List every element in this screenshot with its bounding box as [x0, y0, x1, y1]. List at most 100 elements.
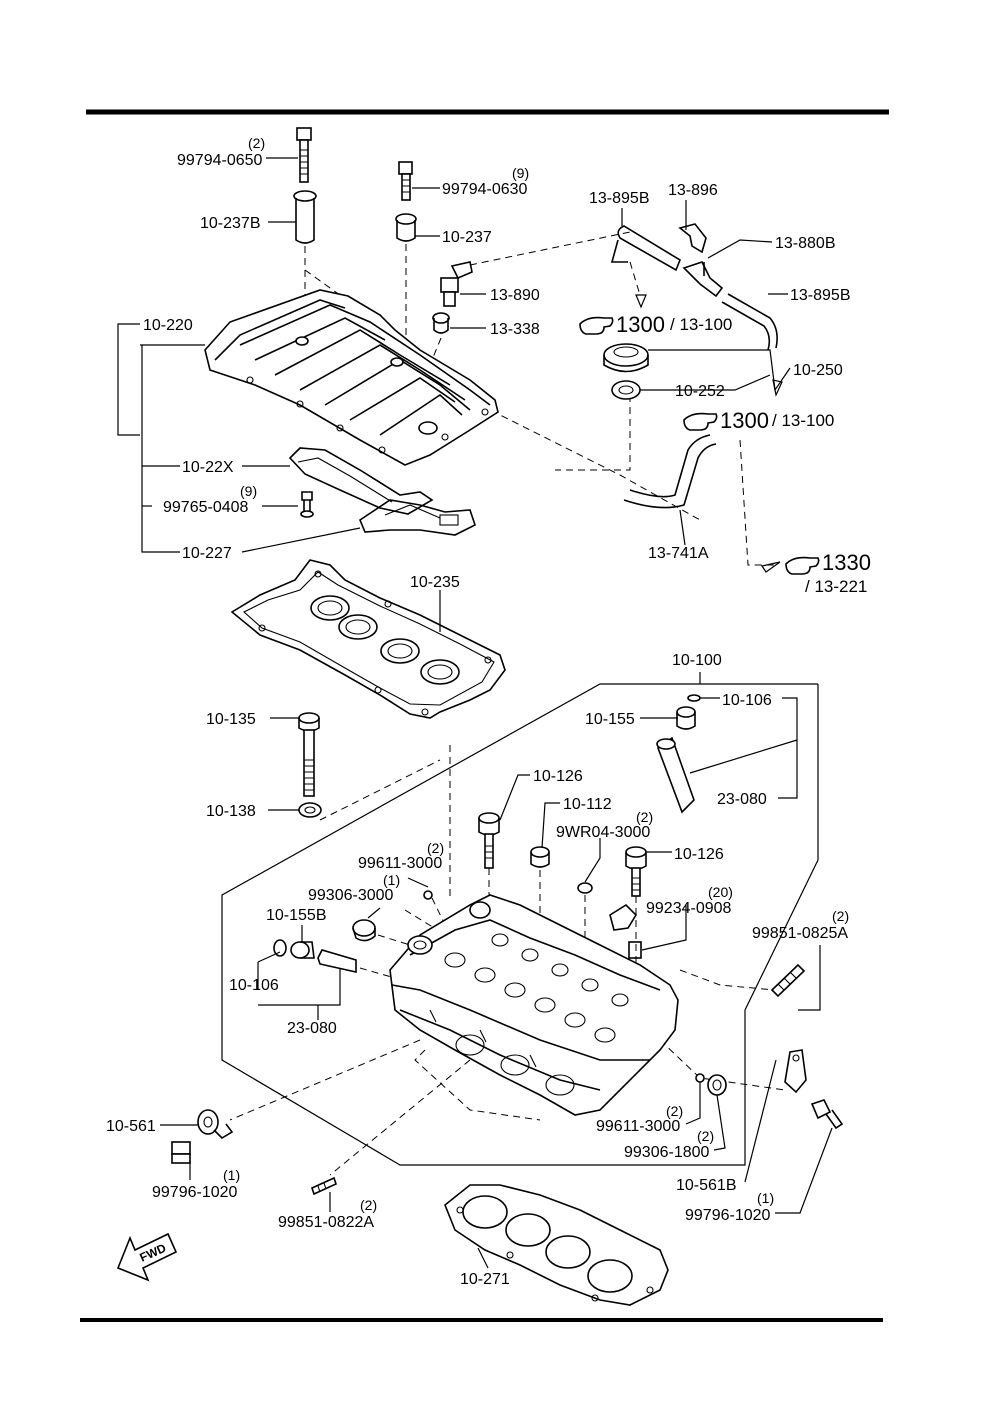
bolt-99794-0650 — [296, 127, 312, 183]
label-qty-9WR04-3000: (2) — [636, 809, 653, 825]
reference-main-2: 1300 — [720, 408, 769, 433]
label-10-227: 10-227 — [182, 545, 232, 562]
ring-10-106-upper — [687, 694, 701, 702]
label-99851-0822A: 99851-0822A — [278, 1214, 374, 1231]
label-13-895B-a: 13-895B — [589, 190, 650, 207]
dowel-99234-0908 — [609, 903, 642, 959]
label-qty-99611-3000-b: (2) — [666, 1103, 683, 1119]
pointing-hand-icon — [683, 412, 718, 431]
label-10-135: 10-135 — [206, 711, 256, 728]
label-qty-99765-0408: (9) — [240, 483, 257, 499]
breather-hose-13-741A — [623, 434, 717, 509]
label-qty-99234-0908: (20) — [708, 884, 733, 900]
oil-filler-cap-10-250 — [603, 343, 649, 373]
label-99306-1800: 99306-1800 — [624, 1144, 710, 1161]
label-23-080-b: 23-080 — [287, 1020, 337, 1037]
label-10-561: 10-561 — [106, 1118, 156, 1135]
valve-guide-23-080-lower — [317, 949, 357, 973]
screw-99765-0408 — [300, 491, 314, 518]
label-10-237: 10-237 — [442, 229, 492, 246]
label-10-250: 10-250 — [793, 362, 843, 379]
label-99611-3000-b: 99611-3000 — [596, 1118, 680, 1135]
label-qty-99306-1800: (2) — [697, 1128, 714, 1144]
pointing-hand-icon — [579, 316, 614, 335]
bolt-99794-0630 — [398, 161, 413, 201]
stud-99851-0825A — [770, 963, 806, 998]
cylinder-head-cover — [204, 289, 499, 466]
valve-seal-10-155 — [676, 706, 696, 730]
bolt-10-126-right — [625, 846, 647, 897]
label-10-252: 10-252 — [675, 383, 725, 400]
label-qty-99796-1020-b: (1) — [757, 1190, 774, 1206]
label-10-271: 10-271 — [460, 1271, 510, 1288]
bolt-99796-1020-right — [810, 1099, 844, 1130]
label-13-338: 13-338 — [490, 321, 540, 338]
seal-10-252 — [611, 380, 641, 400]
reference-1300-b: 1300 / 13-100 — [683, 408, 834, 433]
washer-10-138 — [298, 802, 322, 818]
label-qty-99796-1020-a: (1) — [223, 1167, 240, 1183]
label-99611-3000-a: 99611-3000 — [358, 855, 442, 872]
reference-1330: 1330 / 13-221 — [785, 550, 871, 596]
label-qty-99851-0825A: (2) — [832, 908, 849, 924]
plug-99306-3000 — [352, 919, 376, 942]
label-qty-99851-0822A: (2) — [360, 1197, 377, 1213]
ring-10-106-lower — [273, 939, 287, 957]
label-13-880B: 13-880B — [775, 235, 836, 252]
label-qty-99794-0630: (9) — [512, 165, 529, 181]
label-10-100: 10-100 — [672, 652, 722, 669]
gasket-10-22X — [288, 447, 434, 515]
connector-13-880B — [682, 261, 724, 298]
label-10-138: 10-138 — [206, 803, 256, 820]
pcv-valve-13-890 — [440, 261, 473, 307]
baffle-plate-10-227 — [359, 499, 476, 536]
label-10-106-b: 10-106 — [229, 977, 279, 994]
valve-guide-23-080-upper — [656, 736, 695, 814]
label-10-155B: 10-155B — [266, 907, 327, 924]
engine-hanger-10-561 — [197, 1109, 234, 1140]
label-10-112: 10-112 — [563, 796, 612, 813]
plug-99306-1800 — [707, 1074, 727, 1096]
collar-10-237B — [293, 190, 317, 244]
plug-9WR04-3000 — [577, 882, 593, 894]
bolt-10-126-left — [478, 812, 500, 869]
label-99851-0825A: 99851-0825A — [752, 925, 848, 942]
grommet-13-338 — [432, 312, 450, 334]
label-13-896: 13-896 — [668, 182, 718, 199]
pointing-hand-icon — [785, 556, 820, 575]
reference-main-3: 1330 — [822, 550, 871, 575]
head-cover-gasket-10-235 — [230, 559, 506, 719]
plug-99611-3000-lower — [695, 1073, 705, 1083]
fwd-arrow-icon: FWD — [116, 1232, 178, 1282]
elbow-13-896 — [678, 223, 707, 254]
label-99765-0408: 99765-0408 — [163, 499, 249, 516]
label-99796-1020-b: 99796-1020 — [685, 1207, 771, 1224]
cylinder-head — [389, 894, 679, 1116]
label-23-080-a: 23-080 — [717, 791, 767, 808]
label-13-895B-b: 13-895B — [790, 287, 851, 304]
stud-99851-0822A — [311, 1176, 337, 1196]
plug-10-112 — [530, 846, 550, 868]
label-99796-1020-a: 99796-1020 — [152, 1184, 238, 1201]
reference-sub-1: / 13-100 — [670, 315, 732, 334]
label-10-220: 10-220 — [143, 317, 193, 334]
label-99794-0630: 99794-0630 — [442, 181, 528, 198]
label-10-106-a: 10-106 — [722, 692, 772, 709]
label-10-235: 10-235 — [410, 574, 460, 591]
hose-13-895B-b — [721, 293, 778, 351]
label-99234-0908: 99234-0908 — [646, 900, 732, 917]
label-10-237B: 10-237B — [200, 215, 261, 232]
label-qty-99794-0650: (2) — [248, 135, 265, 151]
hose-13-895B-a — [610, 225, 681, 272]
label-qty-99306-3000: (1) — [383, 872, 400, 888]
reference-sub-2: / 13-100 — [772, 411, 834, 430]
reference-sub-3: / 13-221 — [805, 577, 867, 596]
label-13-741A: 13-741A — [648, 545, 709, 562]
label-99794-0650: 99794-0650 — [177, 152, 263, 169]
label-10-126-a: 10-126 — [533, 768, 583, 785]
reference-main-1: 1300 — [616, 312, 665, 337]
label-13-890: 13-890 — [490, 287, 540, 304]
label-qty-99611-3000-a: (2) — [427, 840, 444, 856]
bolt-99796-1020-left — [171, 1141, 191, 1164]
label-10-22X: 10-22X — [182, 459, 234, 476]
